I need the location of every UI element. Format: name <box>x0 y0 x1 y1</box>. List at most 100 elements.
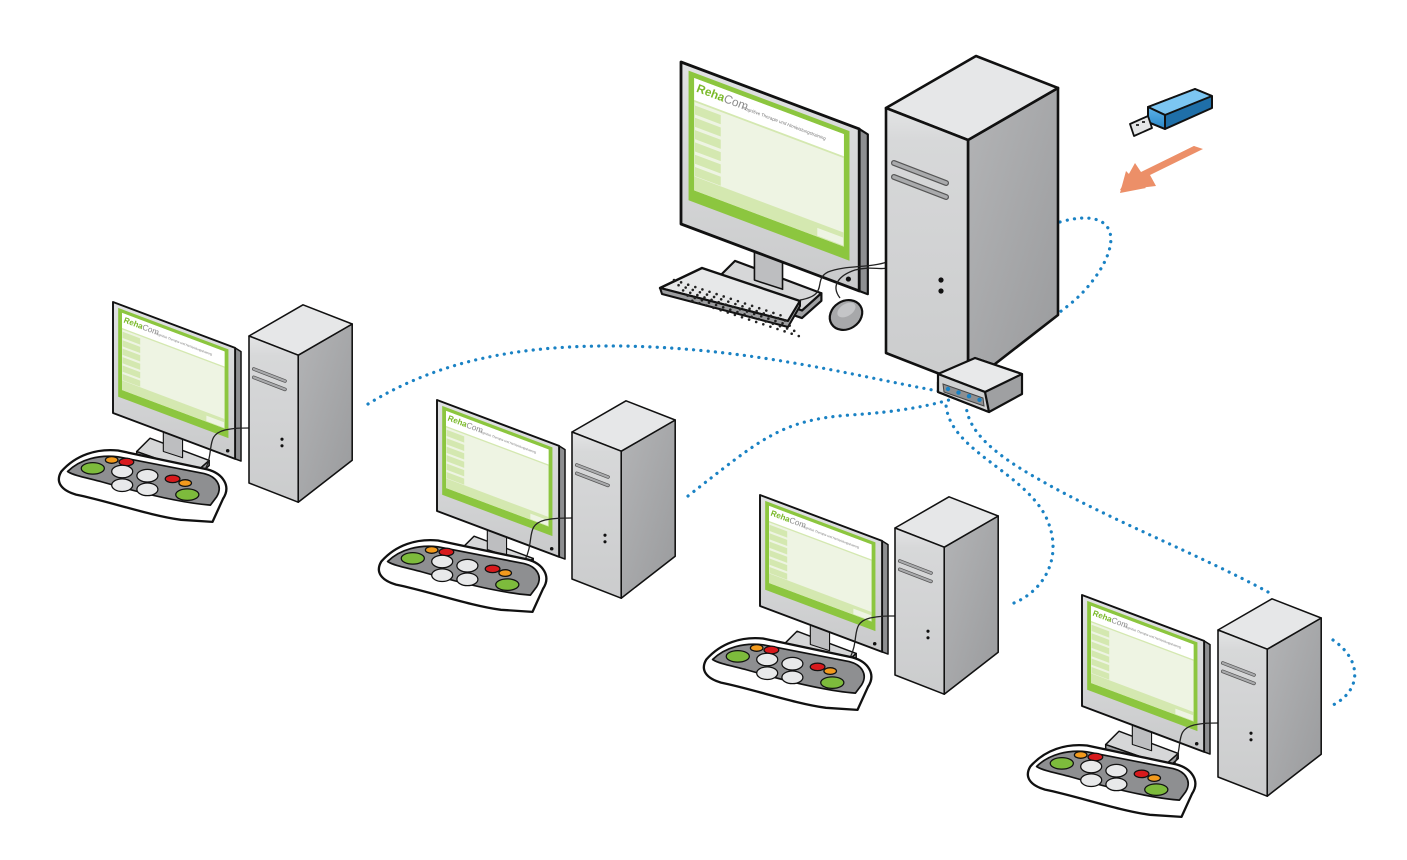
key <box>759 314 763 318</box>
panel-button-orange <box>424 545 439 554</box>
tower-case <box>884 54 1060 387</box>
key <box>745 310 749 313</box>
hdd-led <box>938 288 944 294</box>
key <box>736 310 739 314</box>
panel-cable <box>849 615 896 659</box>
key <box>705 304 708 307</box>
network-cable-client-1 <box>366 344 952 406</box>
screen-header <box>446 410 549 465</box>
panel-cable <box>1173 722 1219 766</box>
key <box>712 306 715 310</box>
panel-button-green <box>1144 783 1169 797</box>
patient-input-panel <box>57 448 228 524</box>
tower-front <box>884 106 970 387</box>
key <box>677 283 680 287</box>
panel-button-orange <box>1073 750 1088 759</box>
panel-button-red <box>164 474 181 484</box>
drive-slot-inner <box>575 463 610 479</box>
screen-header <box>769 505 872 560</box>
key <box>703 296 706 299</box>
screen-menu-item <box>694 167 721 186</box>
key <box>731 305 735 309</box>
panel-button-green <box>400 551 425 565</box>
tower-case <box>248 304 353 503</box>
panel-button-green <box>820 676 845 690</box>
screen-header <box>694 77 844 157</box>
mouse-highlight <box>837 302 856 318</box>
key <box>707 301 711 304</box>
screen-menu-item <box>769 533 788 547</box>
screen-menu-item <box>1091 650 1110 663</box>
panel-button-white <box>431 568 454 583</box>
network-cable-client-4 <box>964 403 1270 594</box>
power-led <box>938 277 944 283</box>
screen-header <box>1091 605 1194 660</box>
panel-button-red <box>484 564 501 574</box>
panel-button-white <box>111 464 134 479</box>
key <box>700 299 704 302</box>
drive-slot-inner <box>252 376 287 391</box>
tower-front <box>894 527 945 695</box>
screen-menu-item <box>769 566 788 580</box>
insert-arrow-head <box>1120 146 1203 190</box>
key <box>776 316 780 320</box>
key <box>729 308 732 312</box>
screen-menu-item <box>694 142 721 162</box>
tower-front <box>1217 629 1268 797</box>
key <box>772 311 775 315</box>
screen-header <box>122 312 225 367</box>
key <box>690 299 694 303</box>
screen-header-rule <box>122 328 225 368</box>
panel-button-white <box>1105 777 1128 792</box>
key <box>761 323 765 326</box>
key <box>686 283 690 287</box>
key <box>710 298 713 302</box>
key <box>736 299 740 303</box>
power-led <box>1249 731 1253 735</box>
network-switch <box>936 356 1024 414</box>
key <box>726 311 730 314</box>
key <box>721 306 725 309</box>
drive-slot-inner <box>1221 670 1256 685</box>
network-cable-client-2 <box>686 394 964 498</box>
key <box>743 302 747 305</box>
screen-footer <box>769 573 872 622</box>
screen-footer-button <box>853 608 872 621</box>
usb-connector <box>1129 115 1153 137</box>
switch-port-led <box>977 397 982 402</box>
key <box>734 302 737 306</box>
screen-footer <box>122 380 225 429</box>
power-led <box>603 533 607 537</box>
drive-slot-inner <box>898 559 933 575</box>
key <box>688 291 692 295</box>
panel-button-green <box>725 649 750 663</box>
key <box>694 285 697 289</box>
key <box>769 325 772 328</box>
screen-menu-item <box>769 524 788 538</box>
screen-menu-item <box>122 340 141 354</box>
usb-connector-hole <box>1142 121 1145 123</box>
key <box>733 313 737 317</box>
panel-button-red <box>809 662 826 672</box>
patient-input-panel <box>702 636 873 712</box>
key <box>788 324 791 327</box>
power-led <box>926 629 930 633</box>
key <box>750 315 753 319</box>
screen-footer <box>694 176 844 247</box>
drive-slot-inner <box>1221 661 1256 677</box>
key <box>752 312 756 316</box>
key <box>726 300 730 303</box>
panel-button-green <box>80 461 105 475</box>
drive-slot-inner <box>252 367 287 383</box>
